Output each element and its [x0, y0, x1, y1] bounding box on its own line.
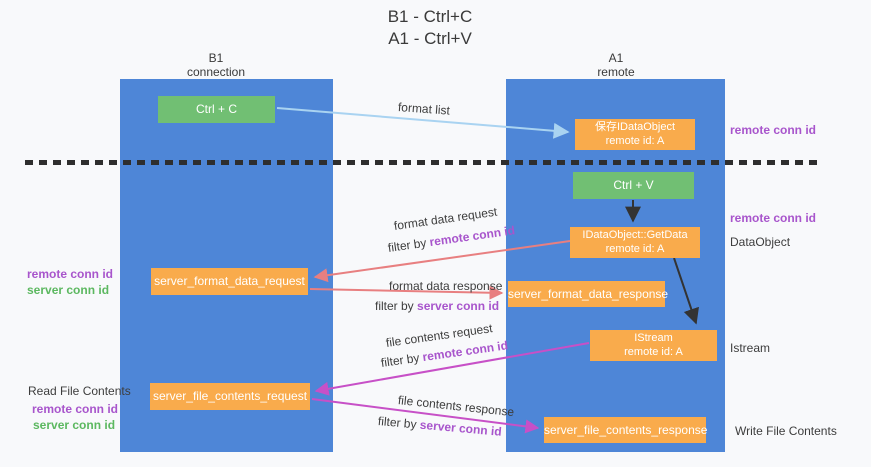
- edge-label-filter-format-response: filter by server conn id: [375, 299, 499, 313]
- node-getdata-line2: remote id: A: [605, 243, 665, 255]
- arrow-getdata-to-istream: [673, 257, 699, 325]
- node-save-idataobject: 保存IDataObject remote id: A: [575, 119, 695, 150]
- node-format-request-label: server_format_data_request: [154, 274, 305, 288]
- annotation-left-remote-conn-id-1: remote conn id: [27, 267, 114, 281]
- lane-header-a1: A1 remote: [546, 51, 686, 79]
- annotation-left-server-conn-id-2: server conn id: [33, 418, 116, 432]
- node-idataobject-getdata: IDataObject::GetData remote id: A: [570, 227, 700, 258]
- node-save-idataobject-line2: remote id: A: [605, 135, 665, 147]
- arrow-file-contents-response: [311, 398, 540, 434]
- annotation-left-server-conn-id-1: server conn id: [27, 283, 110, 297]
- arrow-format-data-request: [313, 240, 571, 283]
- node-ctrl-c-label: Ctrl + C: [195, 102, 237, 116]
- annotation-istream: Istream: [730, 341, 771, 355]
- node-server-file-contents-request: server_file_contents_request: [150, 383, 310, 410]
- annotation-read-file-contents: Read File Contents: [28, 384, 131, 398]
- node-ctrl-v-label: Ctrl + V: [613, 178, 654, 192]
- filter-prefix-2: filter by: [375, 299, 414, 313]
- title-line-1: B1 - Ctrl+C: [387, 7, 473, 26]
- arrow-format-list: [276, 107, 570, 139]
- lane-a1-subtitle: remote: [597, 65, 635, 79]
- node-getdata-line1: IDataObject::GetData: [582, 229, 688, 241]
- node-ctrl-c: Ctrl + C: [158, 96, 275, 123]
- diagram-title: B1 - Ctrl+C A1 - Ctrl+V: [330, 6, 530, 50]
- node-format-response-label: server_format_data_response: [508, 287, 669, 301]
- annotation-write-file-contents: Write File Contents: [735, 424, 837, 438]
- node-server-format-data-request: server_format_data_request: [151, 268, 308, 295]
- annotation-left-remote-conn-id-2: remote conn id: [32, 402, 119, 416]
- filter-key-server-conn-id-2: server conn id: [417, 299, 500, 313]
- node-server-file-contents-response: server_file_contents_response: [544, 417, 708, 443]
- lane-b1-title: B1: [208, 51, 224, 65]
- lane-b1-subtitle: connection: [186, 65, 246, 79]
- node-file-response-label: server_file_contents_response: [544, 423, 708, 437]
- node-server-format-data-response: server_format_data_response: [508, 281, 669, 307]
- node-save-idataobject-line1: 保存IDataObject: [594, 121, 676, 133]
- node-ctrl-v: Ctrl + V: [573, 172, 694, 199]
- edge-label-format-data-response: format data response: [389, 279, 503, 293]
- annotation-remote-conn-id-top: remote conn id: [730, 123, 817, 137]
- lane-a1-title: A1: [608, 51, 624, 65]
- annotation-dataobject: DataObject: [730, 235, 791, 249]
- title-line-2: A1 - Ctrl+V: [388, 29, 472, 48]
- node-istream-line1: IStream: [634, 332, 673, 344]
- lane-header-b1: B1 connection: [146, 51, 286, 79]
- session-separator-dashed-line: [25, 160, 818, 165]
- annotation-remote-conn-id-mid: remote conn id: [730, 211, 817, 225]
- node-istream-line2: remote id: A: [624, 346, 683, 358]
- arrow-file-contents-request: [314, 342, 590, 396]
- node-file-request-label: server_file_contents_request: [152, 389, 308, 403]
- node-istream: IStream remote id: A: [590, 330, 717, 361]
- arrow-format-data-response: [309, 285, 504, 300]
